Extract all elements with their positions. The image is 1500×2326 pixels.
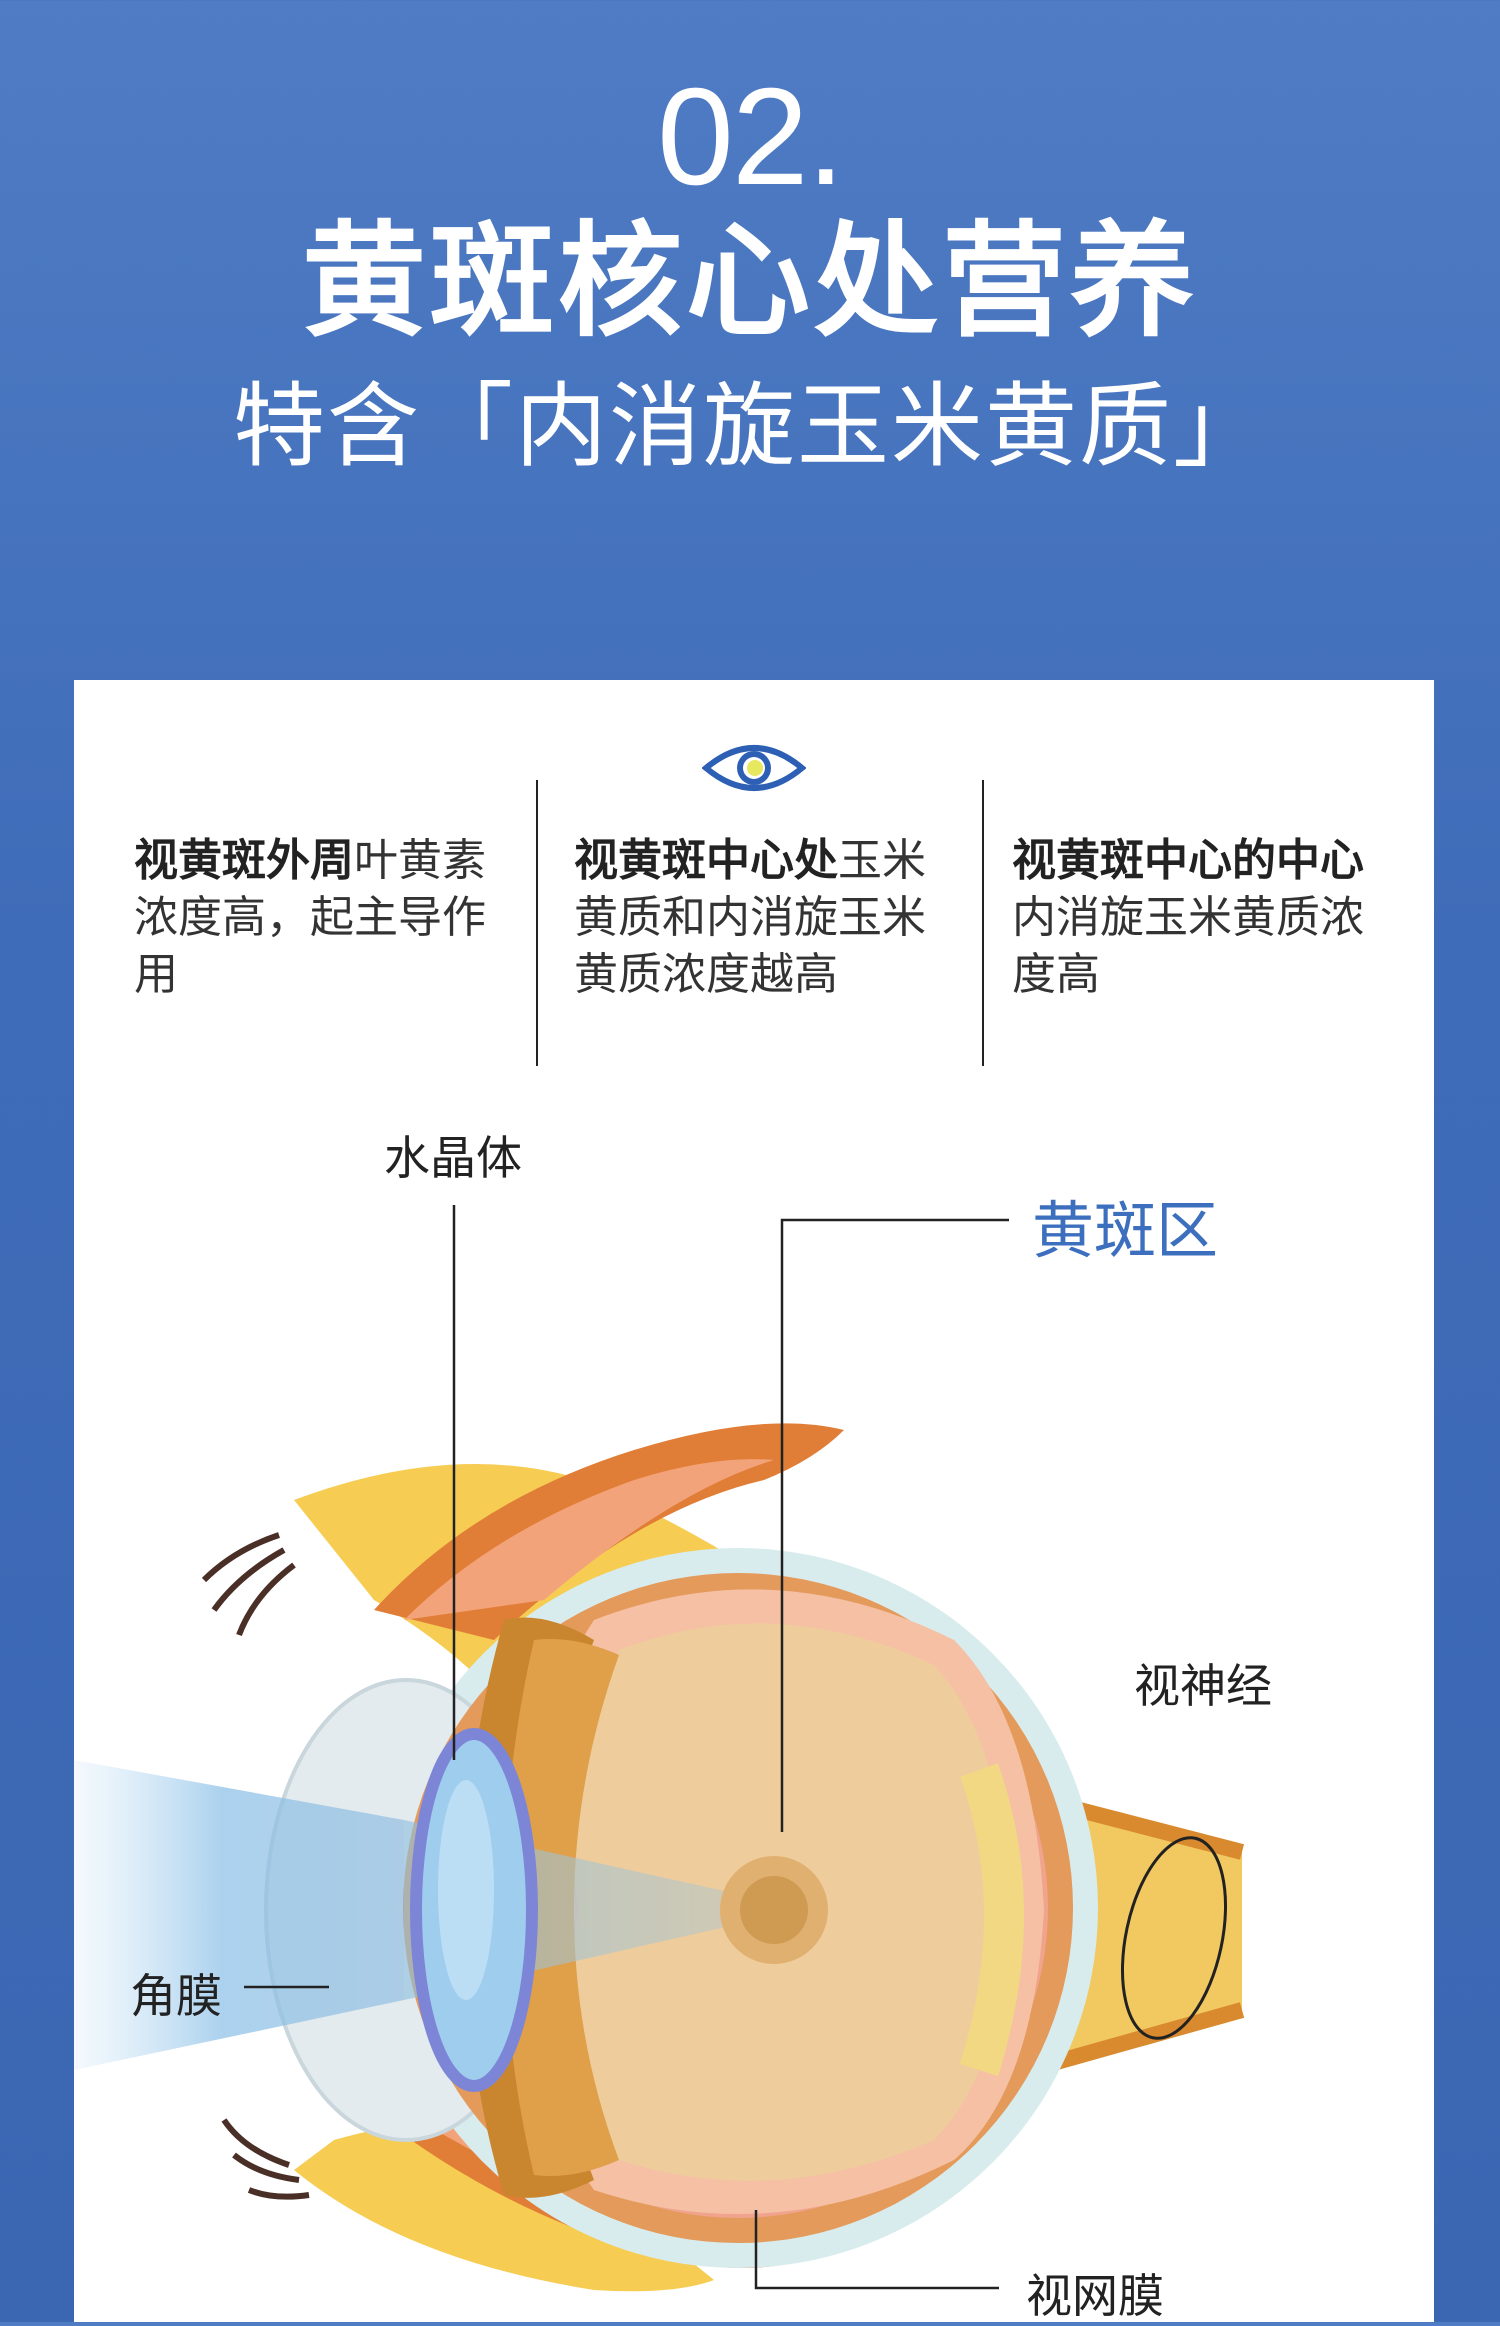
label-macula: 黄斑区 [1032, 1194, 1219, 1267]
section-subtitle: 特含「内消旋玉米黄质」 [232, 373, 1267, 480]
column-heading: 视黄斑中心处 [574, 835, 838, 886]
column-text: 叶黄素浓度高，起主导作用 [134, 835, 486, 1000]
column-divider [536, 780, 538, 1066]
column-text: 内消旋玉米黄质浓度高 [1012, 892, 1364, 1000]
info-column-1: 视黄斑外周叶黄素浓度高，起主导作用 [134, 832, 509, 1003]
column-heading: 视黄斑外周 [134, 835, 354, 886]
column-text: 玉米黄质和内消旋玉米黄质浓度越高 [574, 835, 926, 1000]
info-column-3: 视黄斑中心的中心内消旋玉米黄质浓度高 [1012, 832, 1387, 1003]
column-divider [982, 780, 984, 1066]
label-optic-nerve: 视神经 [1134, 1659, 1272, 1713]
section-title: 黄斑核心处营养 [301, 210, 1198, 354]
eye-cross-section [74, 1205, 1245, 2292]
header: 02. 黄斑核心处营养 特含「内消旋玉米黄质」 [0, 0, 1500, 680]
info-column-2: 视黄斑中心处玉米黄质和内消旋玉米黄质浓度越高 [574, 832, 949, 1003]
label-cornea: 角膜 [130, 1969, 222, 2023]
column-heading: 视黄斑中心的中心 [1012, 835, 1364, 886]
label-lens: 水晶体 [384, 1131, 522, 1185]
lower-eyelid [294, 2110, 714, 2292]
section-number: 02. [657, 60, 845, 214]
eye-icon [702, 745, 806, 791]
eye-anatomy-diagram: 水晶体 黄斑区 视神经 角膜 视网膜 [74, 1080, 1434, 2323]
light-beam [74, 1760, 404, 2070]
info-card: 视黄斑外周叶黄素浓度高，起主导作用 视黄斑中心处玉米黄质和内消旋玉米黄质浓度越高… [74, 680, 1434, 2323]
label-retina: 视网膜 [1026, 2269, 1164, 2323]
